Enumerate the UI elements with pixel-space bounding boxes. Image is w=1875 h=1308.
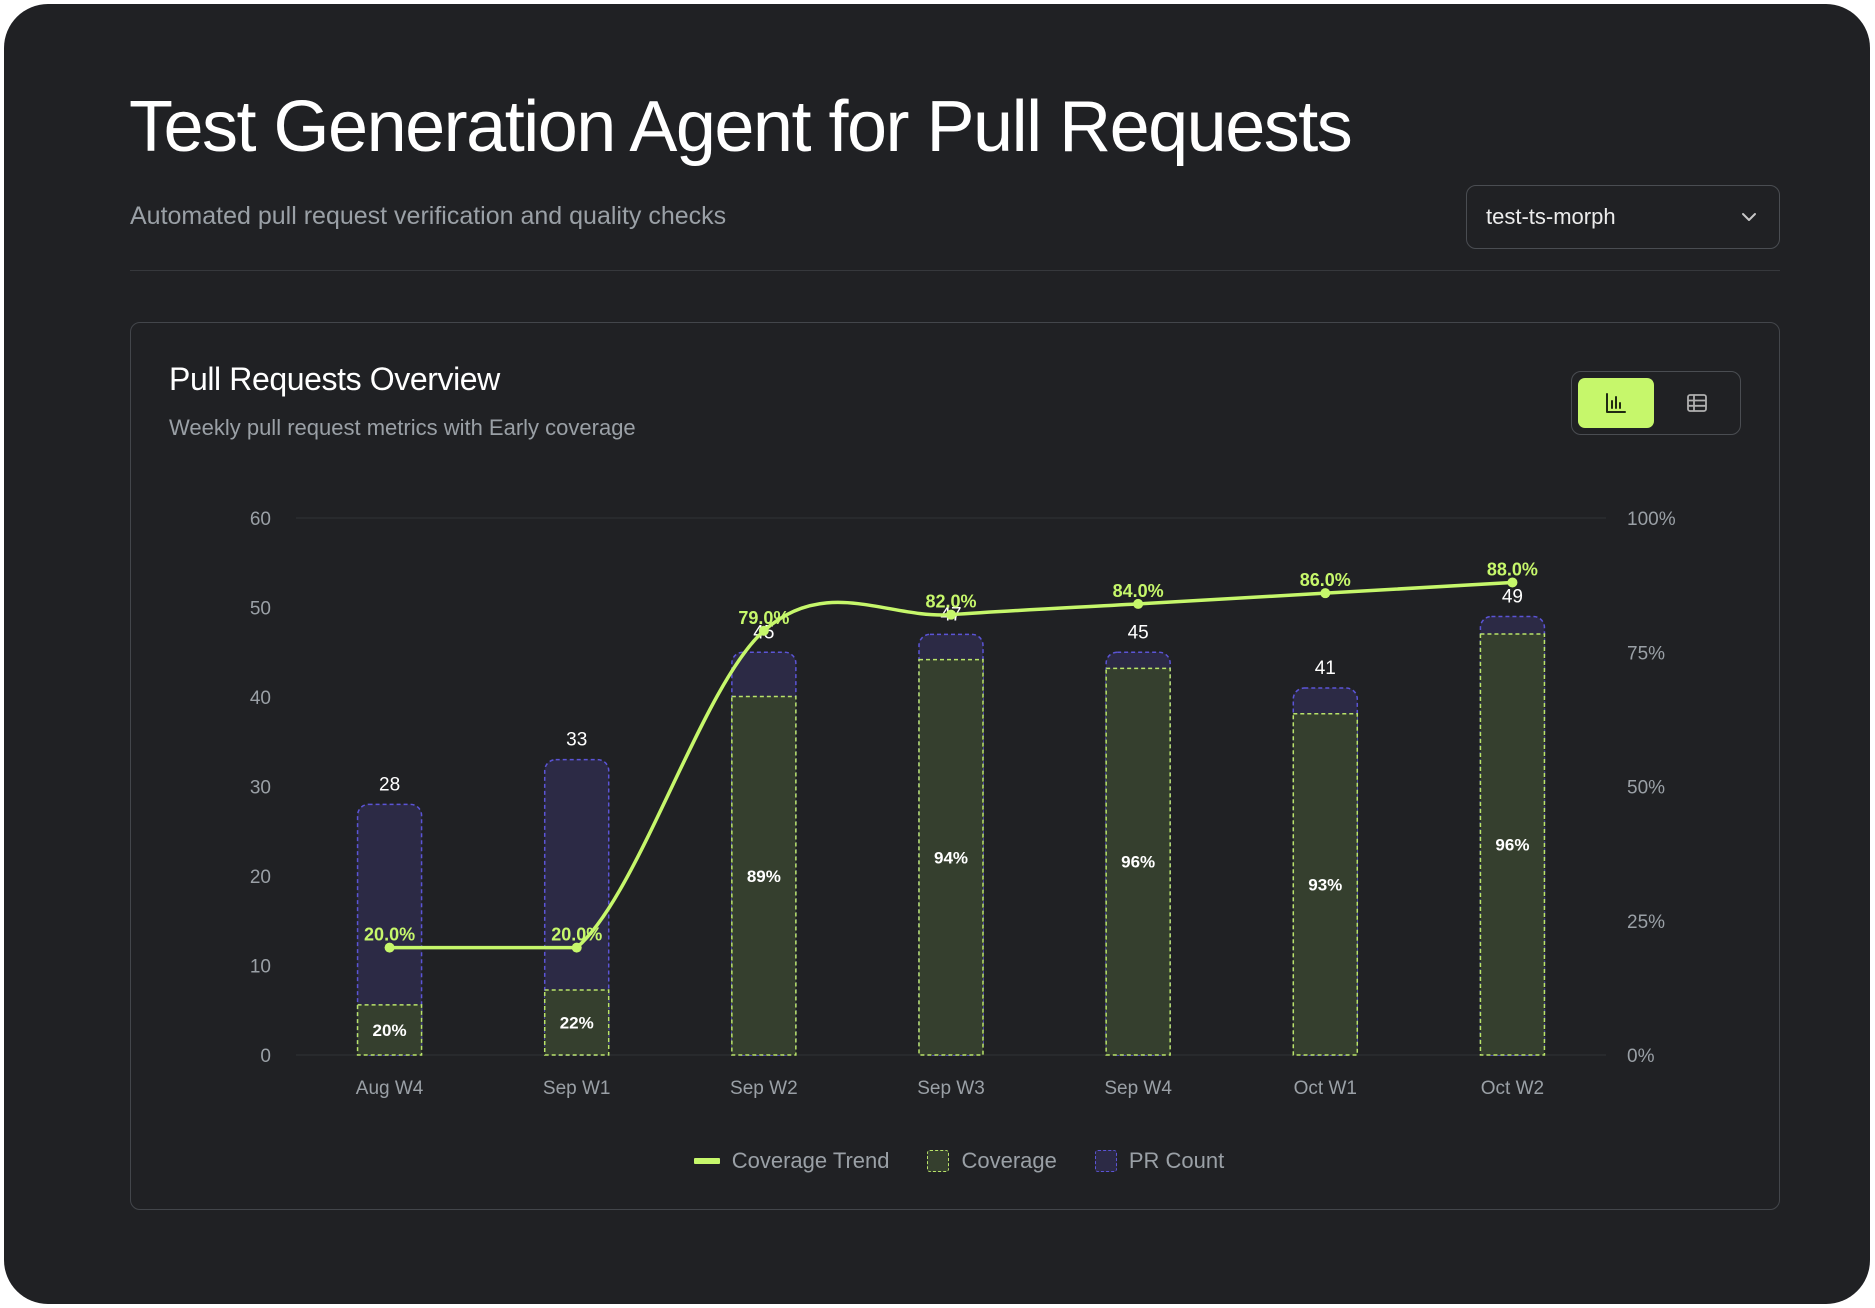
x-tick-label: Sep W4	[1104, 1078, 1172, 1099]
coverage-trend-point	[1320, 588, 1331, 599]
legend-label: PR Count	[1128, 1148, 1225, 1173]
x-tick-label: Oct W2	[1481, 1078, 1544, 1099]
coverage-trend-point	[946, 609, 956, 620]
page-title: Test Generation Agent for Pull Requests	[129, 87, 1353, 167]
bar-coverage	[731, 695, 797, 1056]
table-icon	[1687, 394, 1707, 412]
y-right-tick-label: 0%	[1627, 1046, 1655, 1067]
chevron-down-icon	[1742, 213, 1756, 221]
x-tick-label: Sep W1	[543, 1078, 611, 1099]
card-subtitle: Weekly pull request metrics with Early c…	[169, 415, 636, 440]
bar-value-label: 45	[1128, 622, 1149, 643]
coverage-trend-label: 20.0%	[364, 925, 415, 945]
bar-coverage-label: 20%	[373, 1021, 407, 1040]
y-right-tick-label: 50%	[1627, 778, 1665, 799]
legend-label: Coverage Trend	[731, 1148, 890, 1173]
y-left-tick-label: 10	[250, 957, 271, 978]
coverage-trend-label: 79.0%	[738, 608, 789, 628]
bar-value-label: 41	[1315, 658, 1336, 679]
legend-swatch-coverage	[927, 1150, 950, 1172]
bar-value-label: 33	[566, 730, 587, 751]
coverage-trend-point	[384, 942, 395, 953]
x-tick-label: Sep W3	[917, 1078, 985, 1099]
card-title: Pull Requests Overview	[169, 361, 500, 397]
bar-coverage-label: 96%	[1121, 853, 1155, 872]
y-left-tick-label: 0	[260, 1046, 271, 1067]
coverage-trend-label: 82.0%	[925, 592, 976, 612]
y-left-tick-label: 20	[250, 867, 271, 888]
bar-coverage	[1479, 633, 1546, 1056]
coverage-trend-point	[1133, 598, 1144, 609]
bar-coverage	[356, 1004, 423, 1056]
coverage-trend-label: 86.0%	[1300, 570, 1351, 590]
table-view-button[interactable]	[1662, 378, 1732, 428]
y-right-tick-label: 100%	[1627, 509, 1676, 530]
legend-label: Coverage	[961, 1148, 1057, 1173]
bar-coverage	[543, 989, 610, 1056]
y-right-tick-label: 25%	[1627, 912, 1665, 933]
header-divider	[130, 270, 1780, 271]
bar-coverage	[1292, 712, 1359, 1056]
app-window: Test Generation Agent for Pull Requests …	[4, 4, 1870, 1304]
bar-coverage	[1105, 667, 1171, 1056]
bar-pr-count	[543, 758, 610, 1056]
legend-item-coverage-trend[interactable]: Coverage Trend	[693, 1148, 890, 1174]
pr-chart: 0 10 20 30 40 50 60 0% 25% 50% 75% 100% 28 20% Aug W4 3…	[250, 509, 1676, 1099]
view-toggle	[1571, 371, 1741, 435]
chart-view-button[interactable]	[1578, 378, 1654, 428]
legend-swatch-pr-count	[1094, 1150, 1117, 1172]
x-tick-label: Sep W2	[730, 1078, 798, 1099]
bar-coverage-label: 93%	[1308, 875, 1342, 894]
coverage-trend-point	[758, 625, 769, 636]
y-left-tick-label: 40	[250, 688, 271, 709]
legend-swatch-coverage-trend	[693, 1158, 720, 1164]
coverage-trend-point	[1507, 577, 1518, 588]
bar-coverage-label: 94%	[934, 848, 968, 867]
legend-item-pr-count[interactable]: PR Count	[1094, 1148, 1225, 1174]
y-left-tick-label: 60	[250, 509, 271, 530]
coverage-trend-label: 88.0%	[1487, 559, 1538, 579]
repo-select-value: test-ts-morph	[1486, 204, 1616, 229]
x-tick-label: Oct W1	[1294, 1078, 1357, 1099]
bar-chart-icon	[1606, 393, 1626, 413]
coverage-trend-label: 84.0%	[1113, 581, 1164, 601]
bar-coverage-label: 22%	[560, 1014, 594, 1033]
y-left-tick-label: 50	[250, 599, 271, 620]
repo-select[interactable]: test-ts-morph	[1466, 185, 1780, 249]
coverage-trend-point	[571, 942, 582, 953]
bar-value-label: 28	[379, 774, 400, 795]
bar-coverage-label: 96%	[1495, 835, 1529, 854]
coverage-trend-label: 20.0%	[551, 925, 602, 945]
bar-coverage-label: 89%	[747, 867, 781, 886]
y-right-tick-label: 75%	[1627, 643, 1665, 664]
x-tick-label: Aug W4	[356, 1078, 424, 1099]
chart-legend: Coverage Trend Coverage PR Count	[131, 1146, 1781, 1176]
bar-value-label: 49	[1502, 586, 1523, 607]
page-subtitle: Automated pull request verification and …	[130, 202, 727, 230]
chart-card: Pull Requests Overview Weekly pull reque…	[130, 322, 1780, 1210]
bar-coverage	[918, 658, 984, 1056]
legend-item-coverage[interactable]: Coverage	[927, 1148, 1057, 1174]
y-left-tick-label: 30	[250, 778, 271, 799]
